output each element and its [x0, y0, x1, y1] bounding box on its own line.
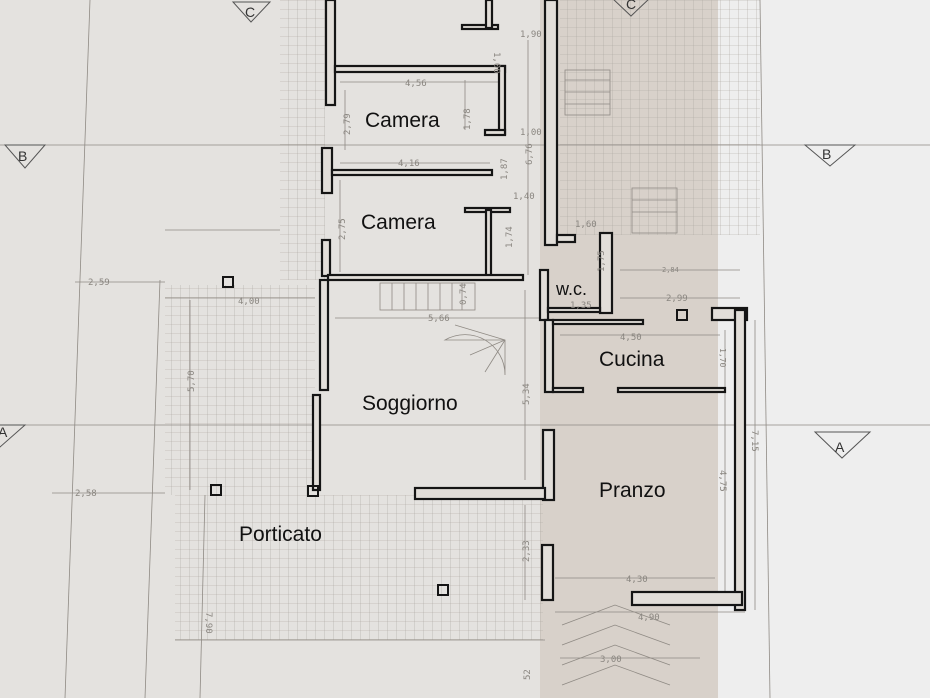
- section-marker-b: B: [822, 146, 831, 162]
- dimension-label: 52: [523, 669, 533, 680]
- room-label-porticato: Porticato: [239, 523, 322, 546]
- dimension-label: 1,70: [718, 348, 727, 367]
- dimension-label: 1,35: [570, 301, 592, 311]
- room-label-camera: Camera: [365, 109, 440, 132]
- dimension-label: 1,00: [520, 128, 542, 138]
- dimension-label: 4,16: [398, 159, 420, 169]
- dimension-label: 4,75: [717, 470, 727, 492]
- dimension-label: 7,90: [203, 612, 213, 634]
- room-label-soggiorno: Soggiorno: [362, 392, 458, 415]
- dimension-label: 1,87: [500, 158, 510, 180]
- dimension-label: 3,00: [600, 655, 622, 665]
- dimension-label: 4,56: [405, 79, 427, 89]
- dimension-label: 2,75: [338, 218, 348, 240]
- dimension-label: 2,59: [88, 278, 110, 288]
- dimension-label: 4,30: [626, 575, 648, 585]
- dimension-label: 1,60: [575, 220, 597, 230]
- walls: [311, 0, 749, 612]
- dimension-label: 1,00: [491, 52, 501, 74]
- dimension-label: 5,70: [187, 370, 197, 392]
- section-marker-c: C: [245, 4, 255, 20]
- dimension-label: 5,66: [428, 314, 450, 324]
- dimension-label: 6,76: [525, 143, 535, 165]
- ramp-chevrons: [561, 604, 671, 686]
- dimension-label: 2,79: [343, 113, 353, 135]
- section-marker-a: A: [0, 424, 8, 440]
- dimension-label: 1,90: [520, 30, 542, 40]
- dimension-label: 1,78: [463, 108, 473, 130]
- staircase: [379, 69, 678, 376]
- dimension-label: 2,99: [666, 294, 688, 304]
- room-label-cucina: Cucina: [599, 348, 665, 371]
- dimension-lines: [52, 40, 756, 698]
- dimension-label: 4,50: [620, 333, 642, 343]
- dimension-label: 7,15: [749, 430, 759, 452]
- dimension-label: 5,34: [522, 383, 532, 405]
- room-labels: Camera Camera w.c. Cucina Soggiorno Pran…: [239, 109, 666, 546]
- dimension-label: 1,40: [513, 192, 535, 202]
- dimension-label: 2,58: [75, 489, 97, 499]
- dimension-label: 1,74: [505, 226, 515, 248]
- dimension-label: 2,33: [522, 540, 532, 562]
- room-label-camera: Camera: [361, 211, 436, 234]
- dimension-label: 4,90: [638, 613, 660, 623]
- room-label-wc: w.c.: [555, 279, 587, 299]
- dimension-label: 4,00: [238, 297, 260, 307]
- section-marker-b: B: [18, 148, 27, 164]
- dimension-labels: 1,90 1,00 4,56 2,79 1,78 1,00 6,76 4,16 …: [75, 30, 759, 680]
- dimension-label: 0,74: [459, 283, 469, 305]
- room-label-pranzo: Pranzo: [599, 479, 666, 502]
- dimension-label: 2,84: [662, 266, 679, 274]
- columns: [210, 276, 688, 596]
- section-markers: C C B B A A: [0, 0, 872, 459]
- section-marker-c: C: [626, 0, 636, 12]
- dimension-label: 1,75: [597, 250, 607, 272]
- section-marker-a: A: [835, 439, 845, 455]
